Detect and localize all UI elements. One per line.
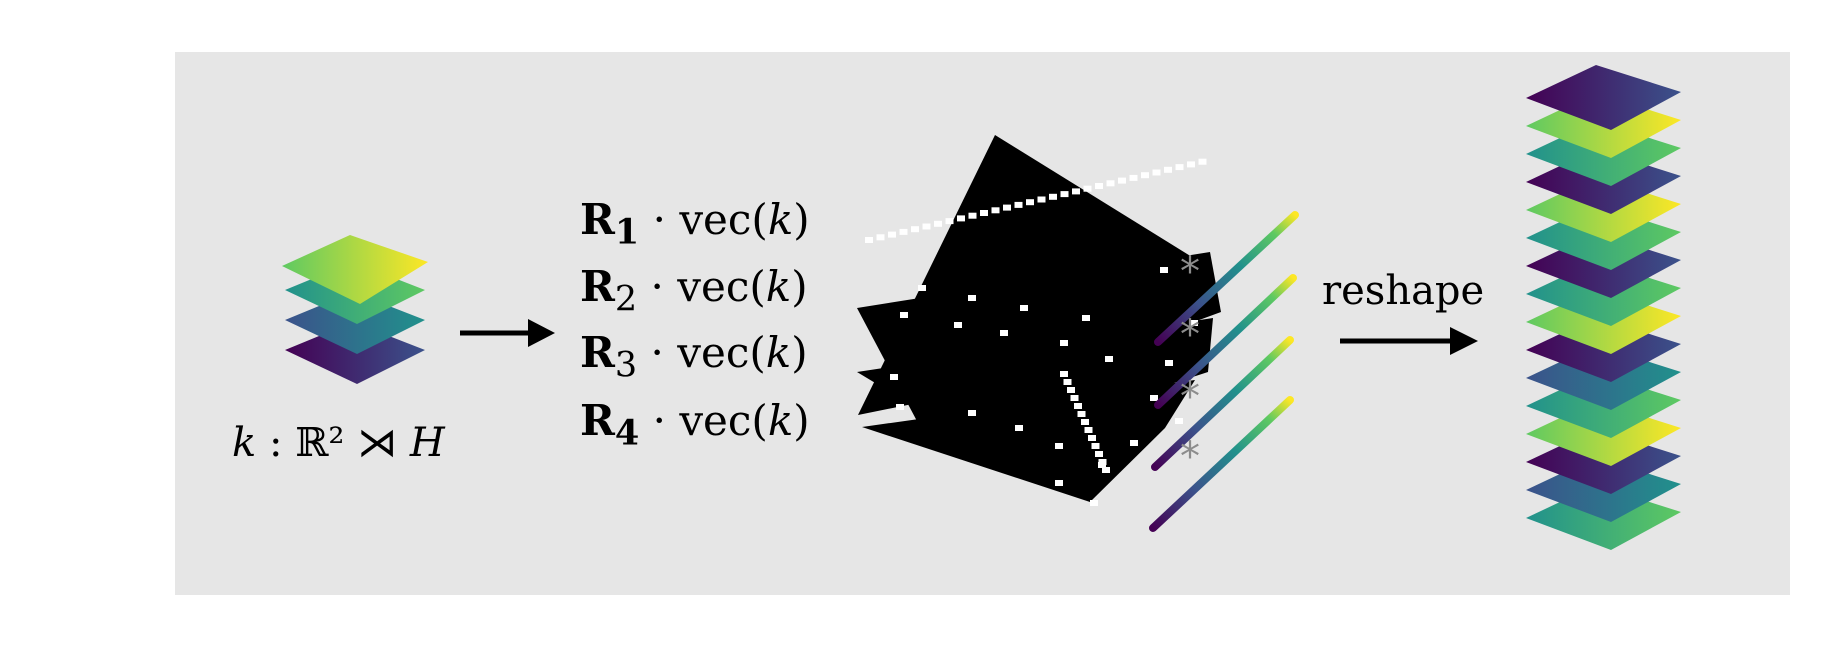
equation-r4: R4 · vec(k)	[580, 396, 810, 454]
vector-icon	[1149, 211, 1299, 532]
svg-text:*: *	[1180, 249, 1200, 295]
arrow-right-icon	[1340, 327, 1478, 355]
reshaped-stack-icon	[1526, 65, 1681, 550]
arrow-right-icon	[460, 319, 555, 347]
kernel-domain-label: k : ℝ² ⋊ H	[232, 420, 445, 466]
kernel-stack-icon	[282, 235, 428, 384]
svg-text:*: *	[1180, 374, 1200, 420]
equation-r2: R2 · vec(k)	[580, 262, 808, 320]
rotation-matrix-icon	[857, 135, 1221, 506]
asterisk-icon: * * * *	[1180, 249, 1200, 480]
reshape-label: reshape	[1322, 268, 1485, 314]
svg-text:*: *	[1180, 312, 1200, 358]
svg-text:*: *	[1180, 434, 1200, 480]
equation-r1: R1 · vec(k)	[580, 195, 810, 253]
equation-r3: R3 · vec(k)	[580, 328, 808, 386]
